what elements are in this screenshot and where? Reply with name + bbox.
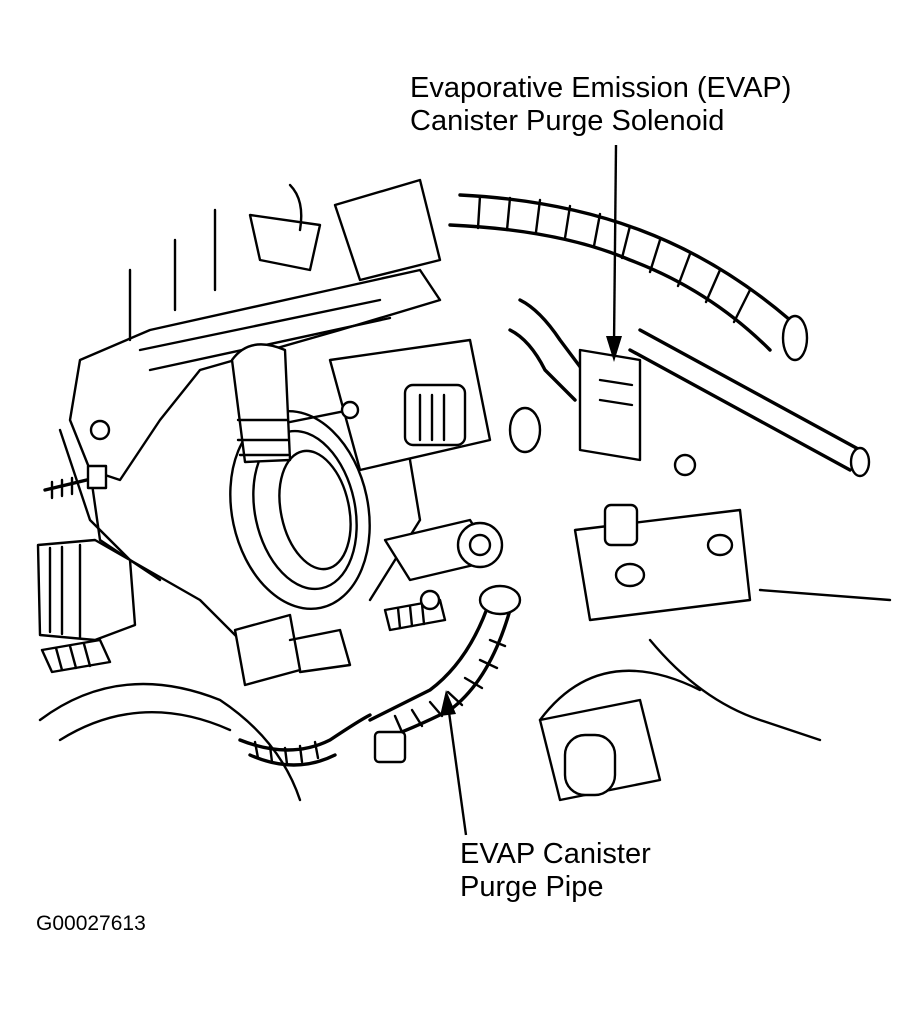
pipe-leader-arrow [440,690,468,836]
lower-hose [238,713,372,767]
figure-code: G00027613 [36,912,146,935]
pipe-callout-line1: EVAP Canister [460,838,651,870]
idle-air-control-valve [328,338,492,472]
solenoid-leader-arrow [606,144,622,362]
right-bracket [573,453,752,622]
bolt-left-upper [43,464,108,500]
bolt-left-lower [40,638,112,674]
lower-right-pipe [538,669,702,802]
solenoid-callout-line1: Evaporative Emission (EVAP) [410,72,792,104]
solenoid-callout-line2: Canister Purge Solenoid [410,105,725,137]
coolant-outlet-pipe [36,538,137,642]
vacuum-hose [508,298,592,454]
fuel-line [628,328,871,478]
evap-canister-purge-pipe [368,584,522,764]
sensor-connector [233,613,352,687]
bolt-center [383,589,447,632]
pipe-callout-label: EVAP Canister Purge Pipe [460,838,651,904]
pcv-hose [230,343,292,464]
wiring-harness-upper [448,193,809,362]
pipe-callout-line2: Purge Pipe [460,871,604,903]
solenoid-callout-label: Evaporative Emission (EVAP) Canister Pur… [410,72,791,138]
lower-left-arc [38,682,302,802]
throttle-position-sensor [383,518,504,582]
evap-canister-purge-solenoid [578,348,642,462]
